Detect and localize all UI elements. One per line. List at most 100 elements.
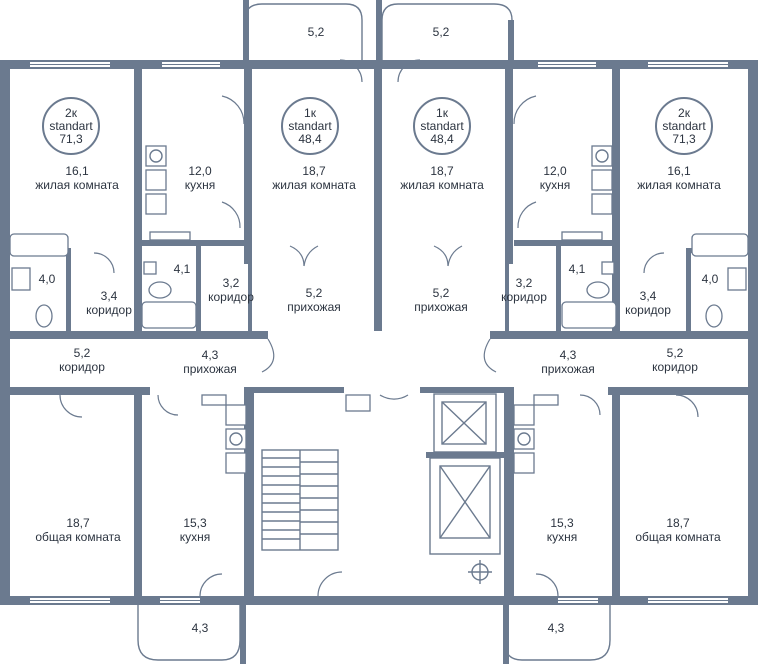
room-name: прихожая [183, 362, 237, 376]
room-label: 4,0 [39, 272, 56, 286]
room-area: 4,3 [547, 621, 565, 635]
room-area: 3,2 [515, 276, 533, 290]
room-name: кухня [179, 530, 211, 544]
doors [59, 59, 699, 597]
interior-walls [0, 69, 758, 605]
room-area: 12,0 [543, 164, 567, 178]
room-area: 18,7 [666, 516, 690, 530]
apartment-badge: 2к standart 71,3 [655, 97, 713, 155]
room-label: 4,3 [548, 621, 565, 635]
room-area: 3,2 [222, 276, 240, 290]
apartment-type: standart [420, 118, 464, 133]
room-name: прихожая [287, 300, 341, 314]
room-area: 18,7 [302, 164, 326, 178]
room-area: 4,0 [701, 272, 719, 286]
room-label: 4,1 [569, 262, 586, 276]
room-area: 16,1 [65, 164, 89, 178]
apartment-rooms: 2к [678, 105, 690, 120]
room-area: 15,3 [550, 516, 574, 530]
apartment-badge: 1к standart 48,4 [413, 97, 471, 155]
room-area: 5,2 [73, 346, 91, 360]
apartment-rooms: 1к [304, 105, 316, 120]
room-area: 4,3 [191, 621, 209, 635]
room-name: общая комната [35, 530, 121, 544]
room-name: кухня [546, 530, 578, 544]
room-area: 15,3 [183, 516, 207, 530]
room-label: 4,3 [192, 621, 209, 635]
apartment-area: 48,4 [430, 131, 454, 146]
room-area: 4,1 [173, 262, 191, 276]
top-balconies [243, 0, 514, 62]
apartment-area: 71,3 [672, 131, 696, 146]
apartment-type: standart [49, 118, 93, 133]
room-name: коридор [208, 290, 254, 304]
room-name: коридор [625, 303, 671, 317]
room-label: 5,2 [433, 25, 450, 39]
bottom-balconies [137, 600, 611, 664]
room-name: прихожая [541, 362, 595, 376]
room-label: 5,2 [308, 25, 325, 39]
room-area: 3,4 [100, 289, 118, 303]
room-area: 18,7 [430, 164, 454, 178]
room-name: жилая комната [637, 178, 721, 192]
apartment-area: 48,4 [298, 131, 322, 146]
room-area: 5,2 [432, 25, 450, 39]
room-area: 5,2 [666, 346, 684, 360]
apartment-badge: 2к standart 71,3 [42, 97, 100, 155]
room-area: 4,1 [568, 262, 586, 276]
staircase [261, 394, 371, 551]
room-name: жилая комната [272, 178, 356, 192]
room-name: жилая комната [400, 178, 484, 192]
apartment-type: standart [288, 118, 332, 133]
apartment-rooms: 1к [436, 105, 448, 120]
room-area: 5,2 [307, 25, 325, 39]
room-area: 4,3 [201, 348, 219, 362]
room-name: коридор [86, 303, 132, 317]
room-area: 12,0 [188, 164, 212, 178]
room-name: прихожая [414, 300, 468, 314]
room-label: 4,0 [702, 272, 719, 286]
apartment-type: standart [662, 118, 706, 133]
apartment-area: 71,3 [59, 131, 83, 146]
room-name: кухня [184, 178, 216, 192]
room-label: 4,1 [174, 262, 191, 276]
elevators [426, 393, 504, 584]
apartment-rooms: 2к [65, 105, 77, 120]
room-name: жилая комната [35, 178, 119, 192]
room-name: коридор [501, 290, 547, 304]
room-name: кухня [539, 178, 571, 192]
room-area: 18,7 [66, 516, 90, 530]
apartment-badge: 1к standart 48,4 [281, 97, 339, 155]
windows [30, 62, 728, 603]
kitchen-fixtures [145, 145, 613, 474]
room-name: коридор [59, 360, 105, 374]
room-area: 4,0 [38, 272, 56, 286]
room-area: 5,2 [432, 286, 450, 300]
room-name: коридор [652, 360, 698, 374]
room-name: общая комната [635, 530, 721, 544]
room-area: 3,4 [639, 289, 657, 303]
room-area: 5,2 [305, 286, 323, 300]
room-area: 16,1 [667, 164, 691, 178]
bathroom-fixtures [9, 231, 749, 329]
